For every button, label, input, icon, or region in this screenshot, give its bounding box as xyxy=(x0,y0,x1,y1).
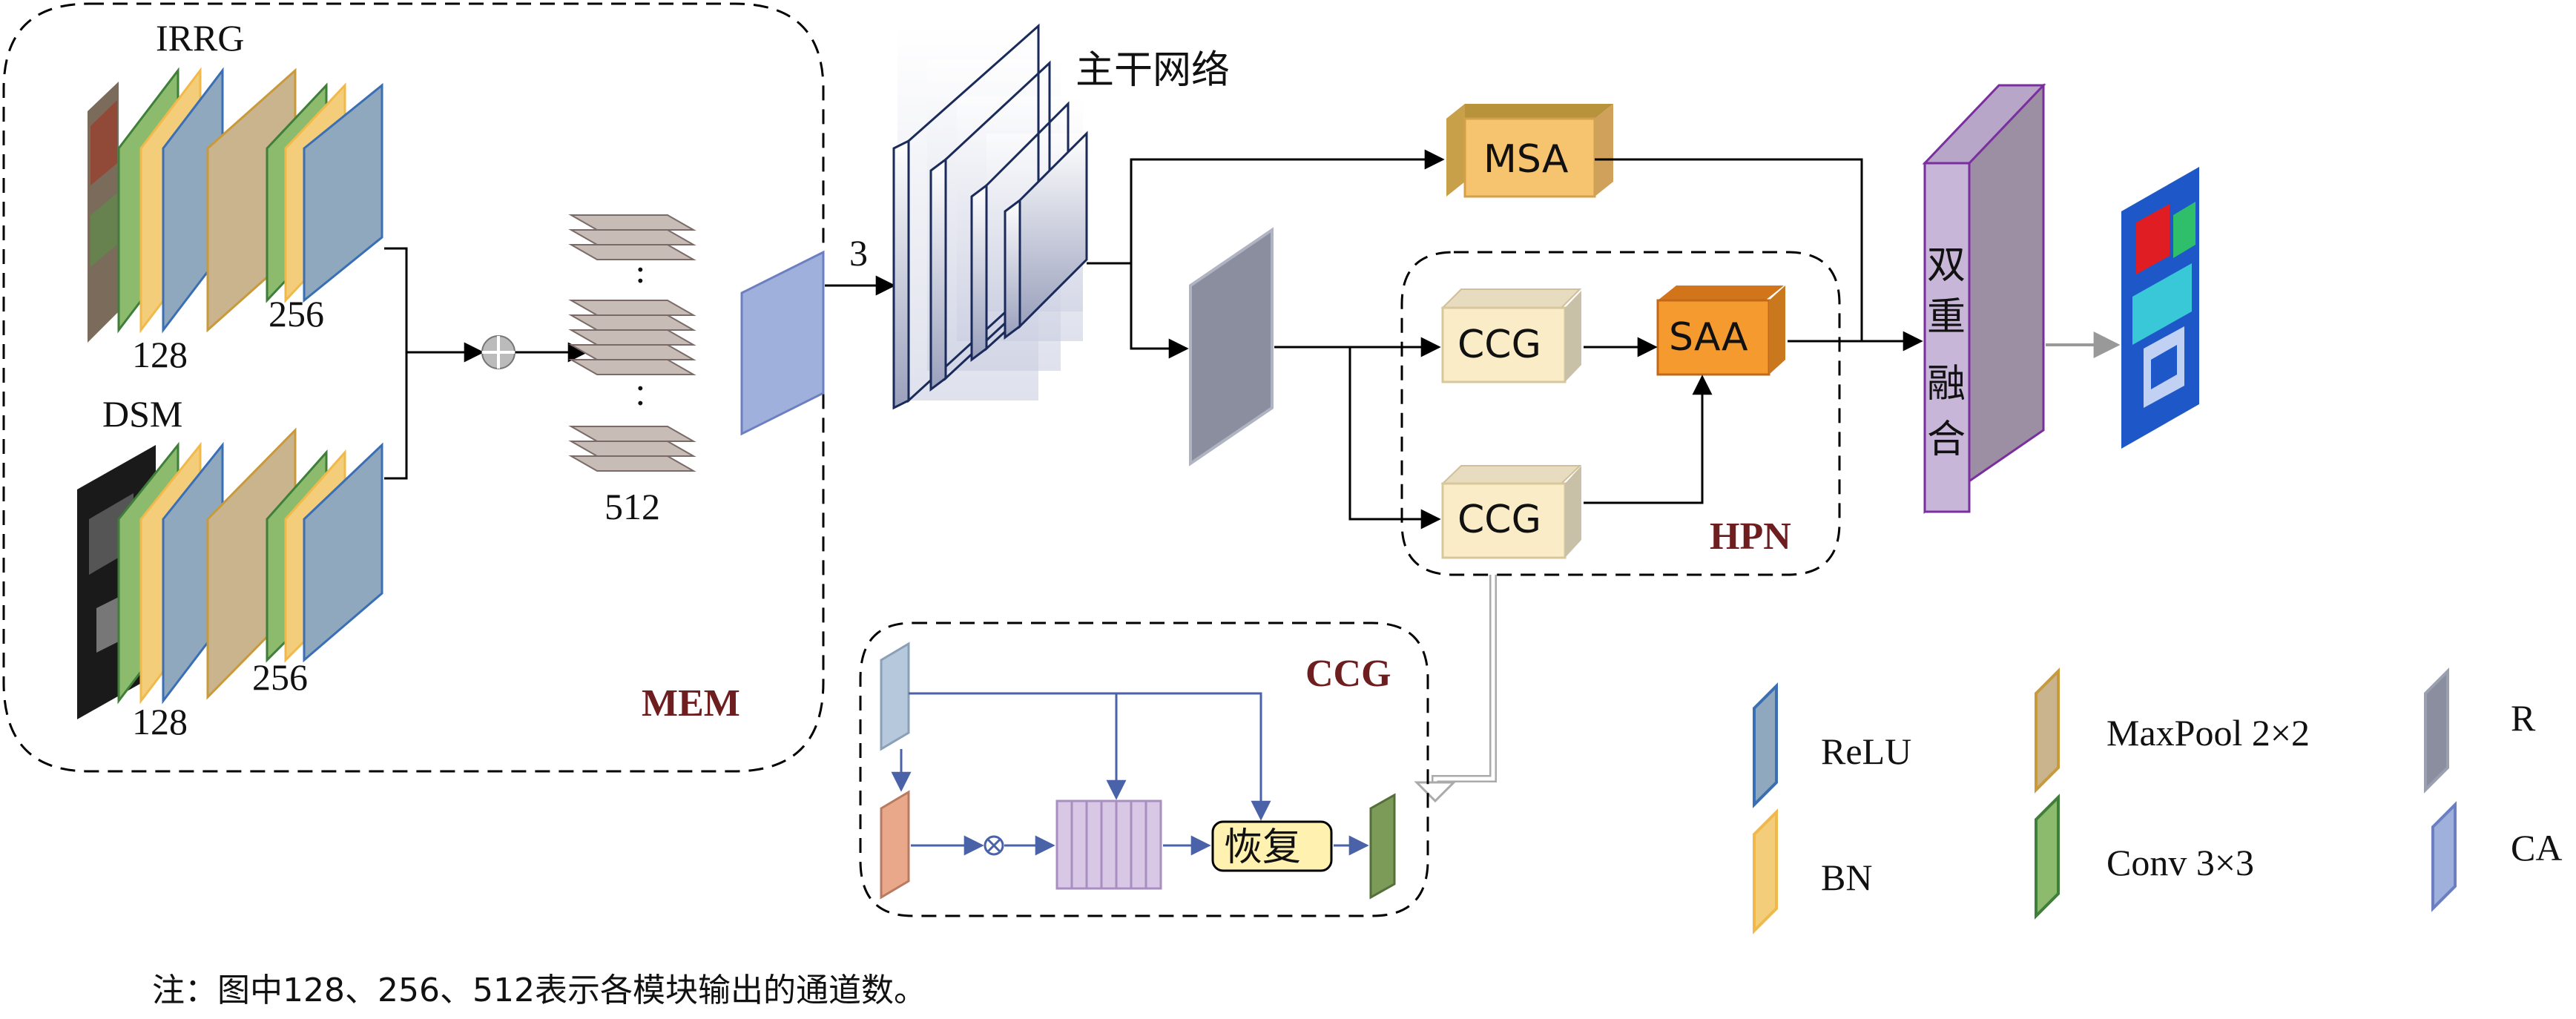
svg-text:·: · xyxy=(634,367,647,409)
hpn-to-ccg-detail xyxy=(1414,575,1497,803)
hpn-arrows xyxy=(1584,337,1713,504)
label-dsm: DSM xyxy=(102,393,182,435)
ccg-detail-region xyxy=(859,621,1429,917)
svg-text:·: · xyxy=(634,382,647,423)
sheet-stack-512: · · · · xyxy=(568,214,696,472)
legend-relu: ReLU xyxy=(1753,682,1911,808)
add-node xyxy=(481,335,515,369)
legend-ca-label: CA xyxy=(2511,827,2562,868)
label-ccg-top: CCG xyxy=(1457,323,1541,367)
r-block xyxy=(1189,227,1274,466)
label-hpn: HPN xyxy=(1710,515,1791,558)
legend-bn: BN xyxy=(1753,808,1872,934)
legend-relu-label: ReLU xyxy=(1821,731,1911,772)
label-fusion-1: 双 xyxy=(1927,243,1966,288)
label-128-bottom: 128 xyxy=(132,701,188,742)
merge-lines xyxy=(384,247,588,480)
label-backbone: 主干网络 xyxy=(1075,48,1230,93)
legend-bn-label: BN xyxy=(1821,857,1872,898)
svg-text:·: · xyxy=(634,248,647,290)
label-msa: MSA xyxy=(1483,137,1569,182)
legend-conv: Conv 3×3 xyxy=(2035,794,2254,920)
output-map xyxy=(2121,167,2199,449)
label-restore: 恢复 xyxy=(1224,825,1301,870)
ccg-block-top xyxy=(1440,288,1582,383)
label-irrg: IRRG xyxy=(156,17,244,59)
legend-ca: CA xyxy=(2431,801,2562,912)
label-256-bottom: 256 xyxy=(252,656,308,698)
ccg-detail-arrows xyxy=(891,692,1369,856)
ccg-detail-blocks xyxy=(880,642,1396,900)
svg-text:·: · xyxy=(634,260,647,301)
r-out-lines xyxy=(1274,337,1441,530)
label-mem: MEM xyxy=(642,682,740,725)
label-128-top: 128 xyxy=(132,334,188,375)
legend-maxpool-label: MaxPool 2×2 xyxy=(2106,712,2310,753)
backbone xyxy=(892,23,1088,410)
label-ccg-detail: CCG xyxy=(1305,653,1391,695)
label-fusion-3: 融 xyxy=(1927,362,1966,406)
fusion-in-lines xyxy=(1595,158,1923,352)
dsm-stack xyxy=(117,427,383,705)
label-ccg-bottom: CCG xyxy=(1457,498,1541,542)
irrg-stack xyxy=(117,67,383,334)
ca-block xyxy=(740,250,825,436)
saa-block xyxy=(1656,286,1785,376)
label-fusion-4: 合 xyxy=(1927,418,1966,462)
msa-block xyxy=(1446,104,1613,198)
legend-conv-label: Conv 3×3 xyxy=(2106,842,2254,883)
label-saa: SAA xyxy=(1669,315,1748,360)
legend: ReLU MaxPool 2×2 R BN Conv 3×3 CA xyxy=(1753,667,2562,934)
label-512: 512 xyxy=(605,486,660,527)
fusion-block xyxy=(1922,83,2046,514)
backbone-out-lines xyxy=(1087,149,1445,359)
footnote: 注：图中128、256、512表示各模块输出的通道数。 xyxy=(152,972,926,1009)
label-fusion-2: 重 xyxy=(1927,295,1966,340)
legend-r-label: R xyxy=(2511,697,2536,739)
hpn-region xyxy=(1400,251,1841,576)
legend-r: R xyxy=(2424,667,2536,794)
label-three: 3 xyxy=(849,232,868,274)
label-256-top: 256 xyxy=(269,293,324,334)
irrg-image xyxy=(88,82,119,343)
mem-region xyxy=(2,2,825,773)
ccg-block-bottom xyxy=(1440,465,1582,559)
legend-maxpool: MaxPool 2×2 xyxy=(2035,667,2310,794)
